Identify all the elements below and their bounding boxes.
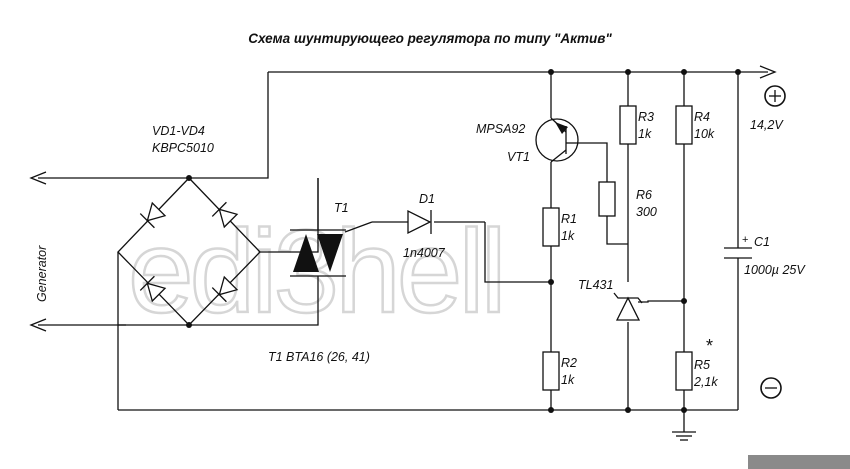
r2-ref-label: R2 (561, 356, 577, 370)
bridge-ref-label: VD1-VD4 (152, 124, 205, 138)
wiring (29, 65, 777, 441)
r4-ref-label: R4 (694, 110, 710, 124)
generator-label: Generator (35, 245, 49, 302)
r5-ref-label: R5 (694, 358, 710, 372)
r3-ref-label: R3 (638, 110, 654, 124)
tl431-label: TL431 (578, 278, 613, 292)
resistor-r4 (675, 105, 693, 145)
resistor-r6 (598, 181, 616, 217)
diode-part-label: 1n4007 (403, 246, 446, 260)
resistor-r3 (619, 105, 637, 145)
c1-ref-label: C1 (754, 235, 770, 249)
transistor-vt1 (535, 117, 579, 163)
r6-ref-label: R6 (636, 188, 652, 202)
triac-t1 (290, 229, 346, 277)
r5-asterisk: * (706, 336, 713, 356)
tl431-regulator (613, 292, 643, 321)
diagram-title: Схема шунтирующего регулятора по типу "А… (248, 31, 612, 46)
diode-bridge (117, 177, 261, 326)
minus-terminal-icon (760, 377, 782, 399)
transistor-part-label: MPSA92 (476, 122, 525, 136)
resistor-r2 (542, 351, 560, 391)
resistor-r1 (542, 207, 560, 247)
transistor-ref-label: VT1 (507, 150, 530, 164)
resistors (542, 105, 693, 391)
diode-d1 (407, 209, 432, 235)
capacitor-c1 (724, 247, 752, 259)
footer-bar (748, 455, 850, 469)
r5-value-label: 2,1k (693, 375, 718, 389)
r3-value-label: 1k (638, 127, 652, 141)
r4-value-label: 10k (694, 127, 715, 141)
bridge-part-label: KBPC5010 (152, 141, 214, 155)
r6-value-label: 300 (636, 205, 657, 219)
voltage-label: 14,2V (750, 118, 784, 132)
r2-value-label: 1k (561, 373, 575, 387)
c1-polarity-label: + (742, 234, 748, 246)
diode-ref-label: D1 (419, 192, 435, 206)
plus-terminal-icon (764, 85, 786, 107)
resistor-r5 (675, 351, 693, 391)
triac-note-label: T1 BTA16 (26, 41) (268, 350, 370, 364)
c1-value-label: 1000µ 25V (744, 263, 806, 277)
r1-ref-label: R1 (561, 212, 577, 226)
r1-value-label: 1k (561, 229, 575, 243)
triac-ref-label: T1 (334, 201, 349, 215)
